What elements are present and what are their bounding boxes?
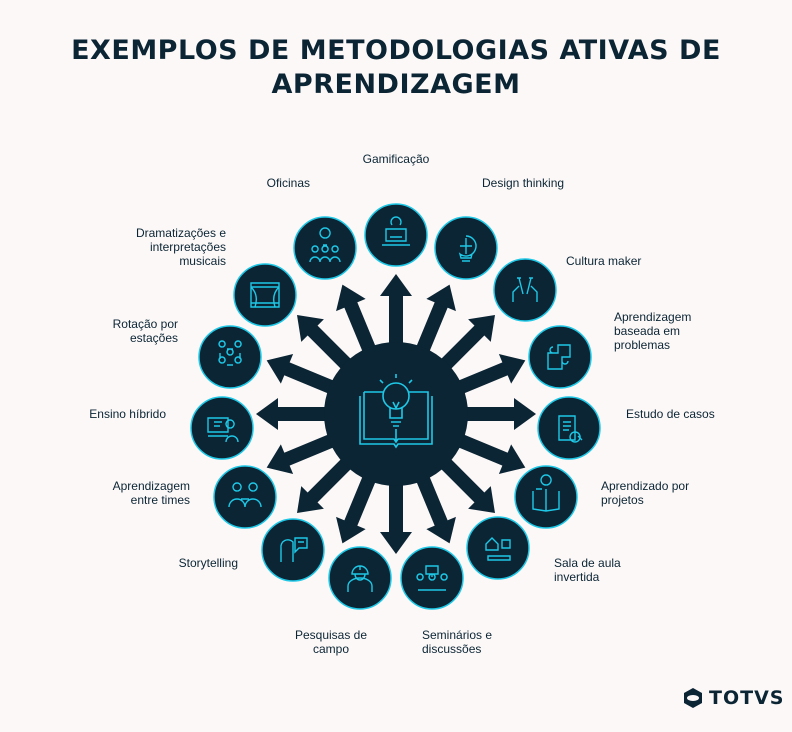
method-circle	[233, 263, 297, 327]
method-label: Ensino híbrido	[89, 407, 166, 421]
method-node	[514, 465, 578, 529]
method-node	[364, 203, 428, 267]
method-circle	[198, 325, 262, 389]
method-label: Sala de aula invertida	[554, 556, 621, 584]
method-label: Aprendizagem baseada em problemas	[614, 310, 692, 352]
method-label: Estudo de casos	[626, 407, 715, 421]
method-node	[198, 325, 262, 389]
method-label: Dramatizações e interpretações musicais	[135, 226, 226, 268]
arrow	[412, 284, 456, 362]
arrow	[380, 474, 412, 554]
book-lightbulb-icon	[359, 374, 433, 449]
method-label: Design thinking	[482, 176, 565, 190]
method-node	[328, 546, 392, 610]
presentation-group-icon	[416, 565, 448, 591]
arrow	[336, 466, 380, 544]
method-circle	[213, 465, 277, 529]
method-label: Storytelling	[178, 556, 238, 570]
arrow	[448, 354, 526, 398]
method-label: Rotação por estações	[112, 317, 178, 345]
method-circle	[537, 396, 601, 460]
storyteller-icon	[280, 537, 308, 562]
brain-bulb-icon	[458, 235, 477, 262]
method-node	[434, 216, 498, 280]
method-circle	[364, 203, 428, 267]
method-circle	[528, 325, 592, 389]
arrow	[448, 430, 526, 474]
method-label: Aprendizagem entre times	[112, 479, 190, 507]
totvs-logo: TOTVS	[682, 687, 784, 709]
method-label: Pesquisas de campo	[294, 628, 368, 656]
workshop-idea-icon	[309, 227, 341, 263]
arrow	[412, 466, 456, 544]
arrow	[266, 354, 344, 398]
rotation-icon	[218, 340, 242, 366]
method-node	[190, 396, 254, 460]
method-node	[293, 216, 357, 280]
book-gear-icon	[532, 474, 560, 512]
arrow	[266, 430, 344, 474]
center-circle	[324, 342, 468, 486]
method-node	[213, 465, 277, 529]
online-class-icon	[207, 417, 239, 443]
method-node	[493, 258, 557, 322]
tools-hands-icon	[512, 277, 538, 302]
method-circle	[190, 396, 254, 460]
puzzle-icon	[547, 344, 571, 370]
method-label: Gamificação	[362, 152, 430, 166]
arrow	[256, 398, 336, 430]
method-label: Aprendizado por projetos	[601, 479, 690, 507]
page-title: EXEMPLOS DE METODOLOGIAS ATIVAS DE APREN…	[71, 35, 721, 100]
method-label: Seminários e discussões	[422, 628, 493, 656]
method-circle	[493, 258, 557, 322]
gamer-icon	[382, 216, 410, 246]
document-search-icon	[558, 415, 583, 443]
method-node	[528, 325, 592, 389]
arrow	[336, 284, 380, 362]
method-node	[466, 516, 530, 580]
worker-icon	[347, 565, 373, 592]
method-circle	[400, 546, 464, 610]
method-node	[537, 396, 601, 460]
totvs-logo-icon	[684, 688, 702, 708]
method-label: Oficinas	[266, 176, 310, 190]
theater-stage-icon	[250, 282, 280, 308]
method-label: Cultura maker	[566, 254, 642, 268]
arrow	[456, 398, 536, 430]
method-node	[400, 546, 464, 610]
team-icon	[228, 482, 262, 508]
method-node	[261, 518, 325, 582]
method-circle	[293, 216, 357, 280]
method-node	[233, 263, 297, 327]
arrow	[380, 274, 412, 354]
home-desk-icon	[485, 537, 511, 561]
logo-text: TOTVS	[709, 687, 785, 709]
